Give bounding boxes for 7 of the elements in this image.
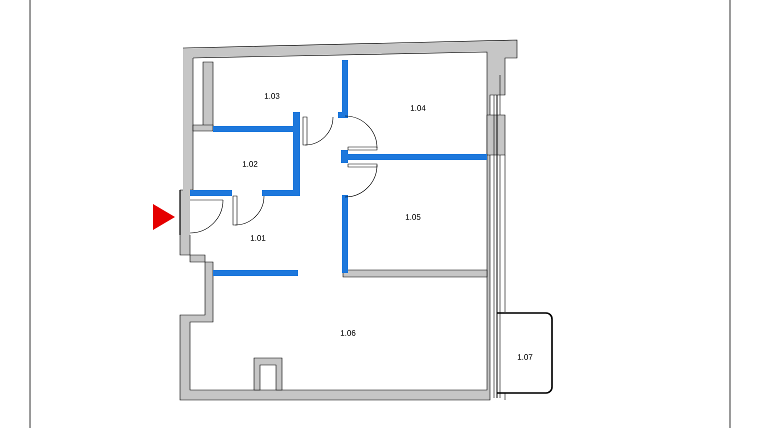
room-number: 1.07 xyxy=(518,354,532,360)
room-number: 1.06 xyxy=(340,330,356,336)
room-number: 1.01 xyxy=(250,235,266,241)
room-number: 1.04 xyxy=(410,105,426,111)
room-number: 1.03 xyxy=(264,93,280,99)
room-number: 1.05 xyxy=(406,214,420,220)
room-number: 1.02 xyxy=(242,161,258,167)
